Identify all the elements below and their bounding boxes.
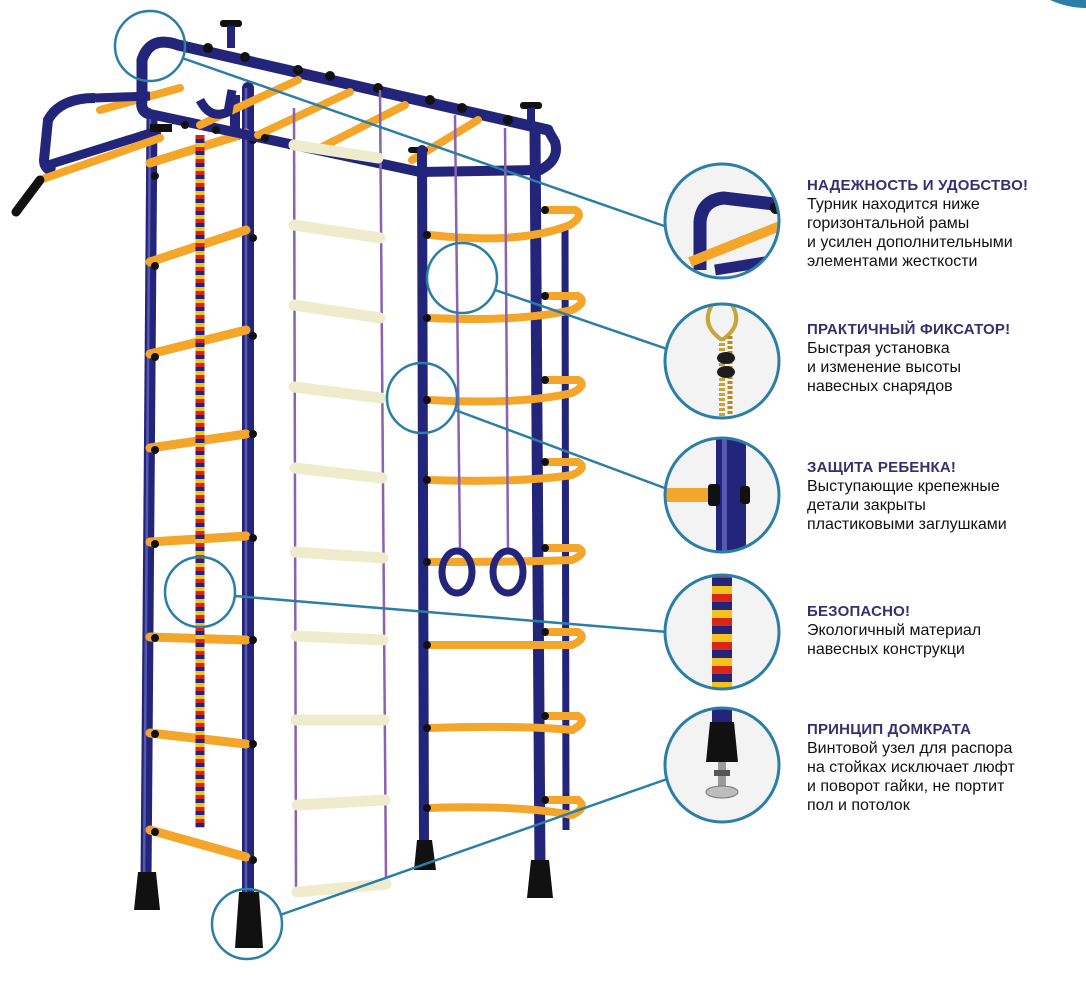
feature-lock: ПРАКТИЧНЫЙ ФИКСАТОР! Быстрая установка и… xyxy=(807,320,1082,396)
rope-lock-icon xyxy=(663,302,781,420)
feature-jack-principle: ПРИНЦИП ДОМКРАТА Винтовой узел для распо… xyxy=(807,720,1082,815)
feature-line: детали закрыты xyxy=(807,497,926,514)
corner-decoration xyxy=(1050,0,1086,8)
crossbar-detail-icon xyxy=(663,162,781,280)
feature-line: Быстрая установка xyxy=(807,340,950,357)
left-front-foot xyxy=(134,872,160,910)
feature-line: Турник находится ниже xyxy=(807,196,980,213)
feature-line: на стойках исключает люфт xyxy=(807,759,1015,776)
feature-line: горизонтальной рамы xyxy=(807,215,970,232)
feature-title: ПРИНЦИП ДОМКРАТА xyxy=(807,721,972,738)
feature-line: Винтовой узел для распора xyxy=(807,740,1013,757)
feature-line: Выступающие крепежные xyxy=(807,478,1000,495)
feature-line: и усилен дополнительными xyxy=(807,234,1013,251)
feature-line: элементами жесткости xyxy=(807,253,978,270)
feature-child-protection: ЗАЩИТА РЕБЕНКА! Выступающие крепежные де… xyxy=(807,458,1082,534)
feature-title: НАДЕЖНОСТЬ И УДОБСТВО! xyxy=(807,177,1029,194)
left-frame xyxy=(134,82,263,948)
screw-jack-icon xyxy=(663,706,781,824)
twisted-rope-icon xyxy=(663,573,781,691)
feature-line: и поворот гайки, не портит xyxy=(807,778,1005,795)
feature-line: и изменение высоты xyxy=(807,359,961,376)
feature-line: пластиковыми заглушками xyxy=(807,516,1007,533)
rope-ladder xyxy=(288,89,392,898)
feature-line: Экологичный материал xyxy=(807,622,982,639)
feature-title: БЕЗОПАСНО! xyxy=(807,603,911,620)
feature-safety: БЕЗОПАСНО! Экологичный материал навесных… xyxy=(807,602,1082,659)
gymnastic-rings xyxy=(438,114,527,597)
plastic-cap-icon xyxy=(663,436,781,554)
feature-line: навесных снарядов xyxy=(807,378,953,395)
feature-title: ПРАКТИЧНЫЙ ФИКСАТОР! xyxy=(807,321,1011,338)
feature-reliability: НАДЕЖНОСТЬ И УДОБСТВО! Турник находится … xyxy=(807,176,1082,271)
left-back-foot xyxy=(235,892,263,948)
top-frame xyxy=(11,20,561,217)
callouts xyxy=(113,9,671,961)
feature-line: пол и потолок xyxy=(807,797,910,814)
feature-title: ЗАЩИТА РЕБЕНКА! xyxy=(807,459,957,476)
feature-line: навесных конструкци xyxy=(807,641,965,658)
right-frame xyxy=(414,122,586,898)
